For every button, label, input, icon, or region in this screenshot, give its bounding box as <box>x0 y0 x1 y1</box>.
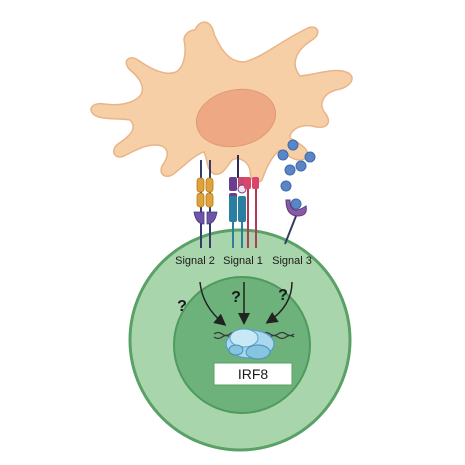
signal-3-arrow <box>265 281 293 324</box>
signal-1-receptors <box>229 155 259 248</box>
cytokine-dot <box>284 164 296 176</box>
dendritic-cell-nucleus <box>195 88 277 148</box>
signal-3-label: Signal 3 <box>272 255 312 267</box>
signal-3-receptor <box>284 198 307 245</box>
cytokine-dot <box>304 151 316 163</box>
signal-1-label: Signal 1 <box>223 255 263 267</box>
cytokine-dot <box>295 160 307 172</box>
cytokine-dot <box>277 149 289 161</box>
question-mark-signal-1: ? <box>231 289 241 306</box>
question-mark-signal-3: ? <box>278 287 288 304</box>
signal-2-label: Signal 2 <box>175 255 215 267</box>
question-mark-signal-2: ? <box>177 298 187 315</box>
signal-2-arrow <box>199 281 227 326</box>
irf8-box <box>213 362 293 386</box>
cytokine-dot <box>280 180 292 192</box>
signal-2-receptors <box>193 160 218 248</box>
cytokine-dot <box>287 139 299 151</box>
irf8-label: IRF8 <box>238 366 269 382</box>
transcription-complex <box>225 328 275 360</box>
signal-3-cytokines <box>277 139 316 192</box>
